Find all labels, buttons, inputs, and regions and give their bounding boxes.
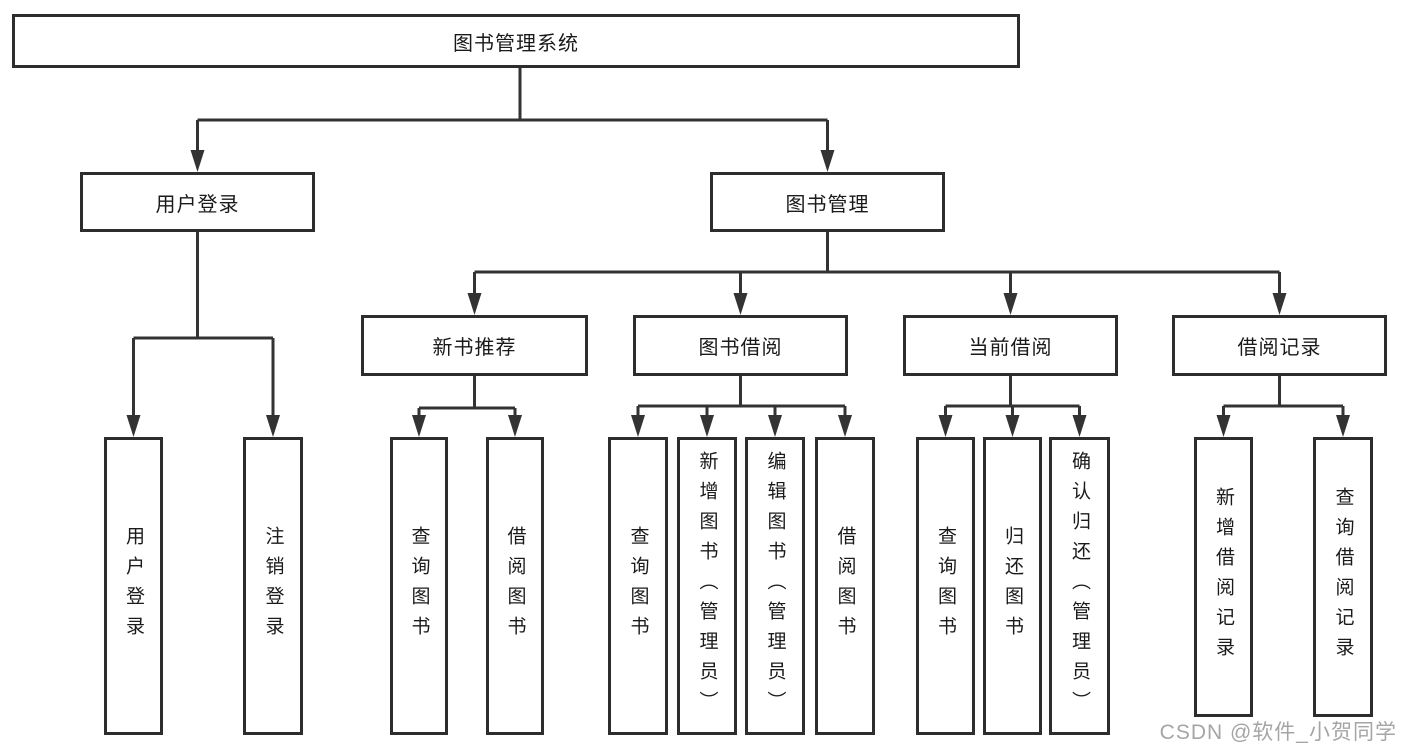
leaf-newbook-borrow: 借阅图书 [486, 437, 544, 735]
node-book-borrow: 图书借阅 [633, 315, 848, 376]
leaf-label: 查询借阅记录 [1332, 487, 1354, 667]
node-label: 新书推荐 [432, 337, 517, 359]
leaf-borrow-add-admin: 新增图书（管理员） [677, 437, 737, 735]
leaf-borrow-query: 查询图书 [608, 437, 668, 735]
leaf-newbook-query: 查询图书 [390, 437, 448, 735]
leaf-logout: 注销登录 [243, 437, 303, 735]
leaf-label: 归还图书 [1002, 526, 1023, 646]
leaf-records-query: 查询借阅记录 [1313, 437, 1373, 717]
node-user-login-branch: 用户登录 [80, 172, 315, 232]
leaf-label: 新增图书（管理员） [696, 451, 718, 721]
node-label: 用户登录 [155, 193, 240, 216]
csdn-watermark: CSDN @软件_小贺同学 [1159, 721, 1397, 744]
node-label: 图书借阅 [698, 337, 783, 359]
node-label: 图书管理 [785, 193, 870, 216]
node-new-book-recommend: 新书推荐 [361, 315, 588, 376]
node-label: 当前借阅 [968, 337, 1053, 359]
leaf-label: 确认归还（管理员） [1069, 451, 1090, 721]
leaf-label: 查询图书 [935, 526, 956, 646]
leaf-records-add: 新增借阅记录 [1194, 437, 1253, 717]
leaf-label: 用户登录 [123, 526, 144, 646]
leaf-label: 查询图书 [627, 526, 649, 646]
leaf-current-return: 归还图书 [983, 437, 1042, 735]
node-book-management-branch: 图书管理 [710, 172, 945, 232]
arrowheads [126, 150, 1350, 437]
node-root-system: 图书管理系统 [12, 14, 1020, 68]
leaf-borrow-book: 借阅图书 [815, 437, 875, 735]
node-root-label: 图书管理系统 [453, 32, 579, 55]
leaf-label: 借阅图书 [504, 526, 526, 646]
leaf-user-login: 用户登录 [104, 437, 163, 735]
node-borrow-records: 借阅记录 [1172, 315, 1387, 376]
leaf-label: 注销登录 [262, 526, 284, 646]
leaf-current-confirm-return-admin: 确认归还（管理员） [1049, 437, 1110, 735]
leaf-borrow-edit-admin: 编辑图书（管理员） [745, 437, 805, 735]
node-current-borrow: 当前借阅 [903, 315, 1118, 376]
leaf-label: 借阅图书 [834, 526, 856, 646]
leaf-label: 新增借阅记录 [1213, 487, 1234, 667]
leaf-label: 编辑图书（管理员） [764, 451, 786, 721]
leaf-current-query: 查询图书 [916, 437, 975, 735]
leaf-label: 查询图书 [408, 526, 430, 646]
node-label: 借阅记录 [1237, 337, 1322, 359]
